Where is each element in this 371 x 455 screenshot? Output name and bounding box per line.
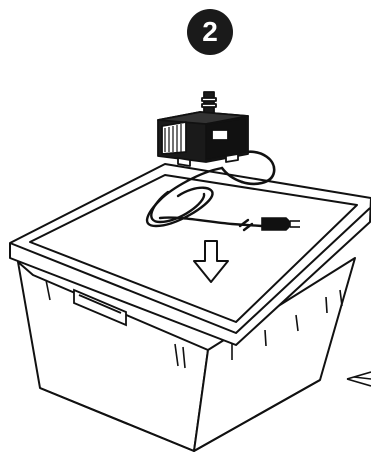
partial-object-edge	[347, 372, 371, 386]
water-pump	[158, 92, 248, 166]
